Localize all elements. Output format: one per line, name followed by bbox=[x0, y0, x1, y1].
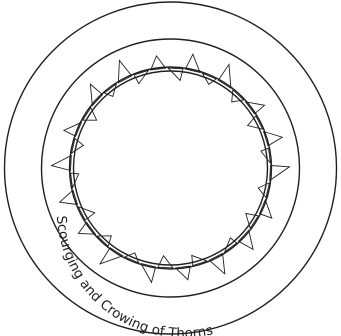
thorn bbox=[52, 156, 72, 171]
thorn bbox=[60, 190, 78, 204]
thorn bbox=[264, 132, 283, 146]
thorn bbox=[270, 166, 290, 181]
thorn bbox=[158, 256, 173, 268]
thorn bbox=[168, 68, 183, 81]
middle-ring bbox=[42, 39, 300, 297]
diagram-label-path: Scourging and Crowing of Thorns bbox=[53, 215, 215, 336]
thorns-group bbox=[52, 54, 290, 282]
diagram-label: Scourging and Crowing of Thorns bbox=[53, 215, 215, 336]
